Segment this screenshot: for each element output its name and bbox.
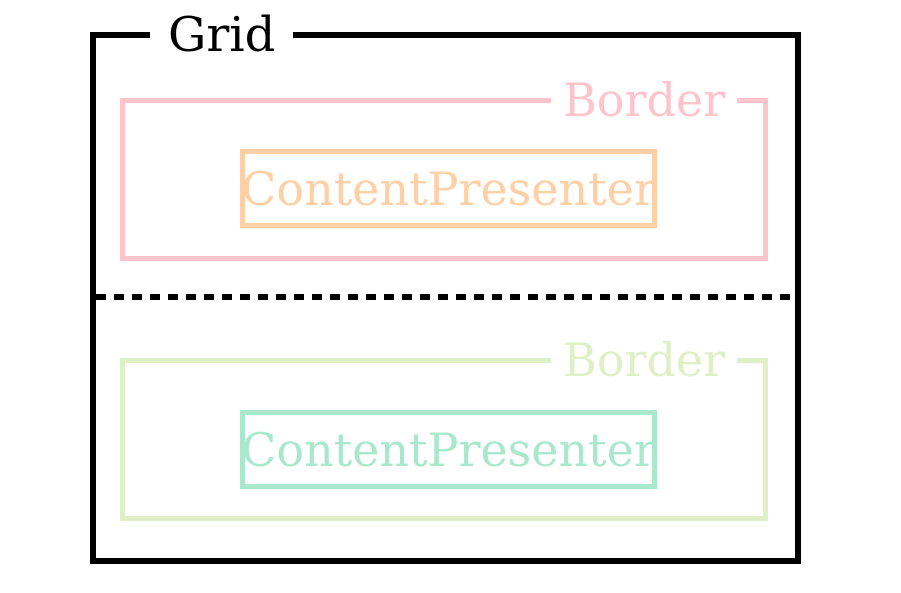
border-label-row1: Border — [551, 73, 738, 127]
border-label-row2: Border — [551, 333, 738, 387]
border-box-row2 — [120, 358, 768, 521]
content-presenter-box-row1: ContentPresenter — [240, 149, 657, 228]
grid-box — [90, 32, 801, 564]
content-presenter-label-row1: ContentPresenter — [241, 161, 656, 216]
grid-row-separator-dashed-line — [96, 294, 795, 300]
border-box-row1 — [120, 98, 768, 261]
content-presenter-box-row2: ContentPresenter — [240, 410, 657, 489]
content-presenter-label-row2: ContentPresenter — [241, 422, 656, 477]
grid-label: Grid — [150, 8, 294, 62]
